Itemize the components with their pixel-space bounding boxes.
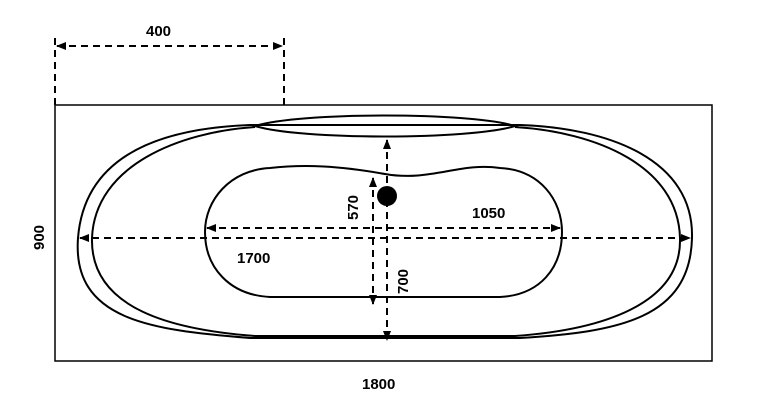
inner-length-label: 1700 [237,250,270,267]
upper-depth-label: 570 [345,195,362,220]
headrest-outline [251,114,519,138]
offset-dimension-label: 400 [146,23,171,40]
lower-depth-label: 700 [395,269,412,294]
length-dimension-label: 1800 [362,376,395,393]
half-length-label: 1050 [472,205,505,222]
tub-frame [54,104,713,362]
inner-basin-outline [203,165,564,298]
width-dimension-label: 900 [31,225,48,250]
outer-rim-outline [76,124,694,339]
